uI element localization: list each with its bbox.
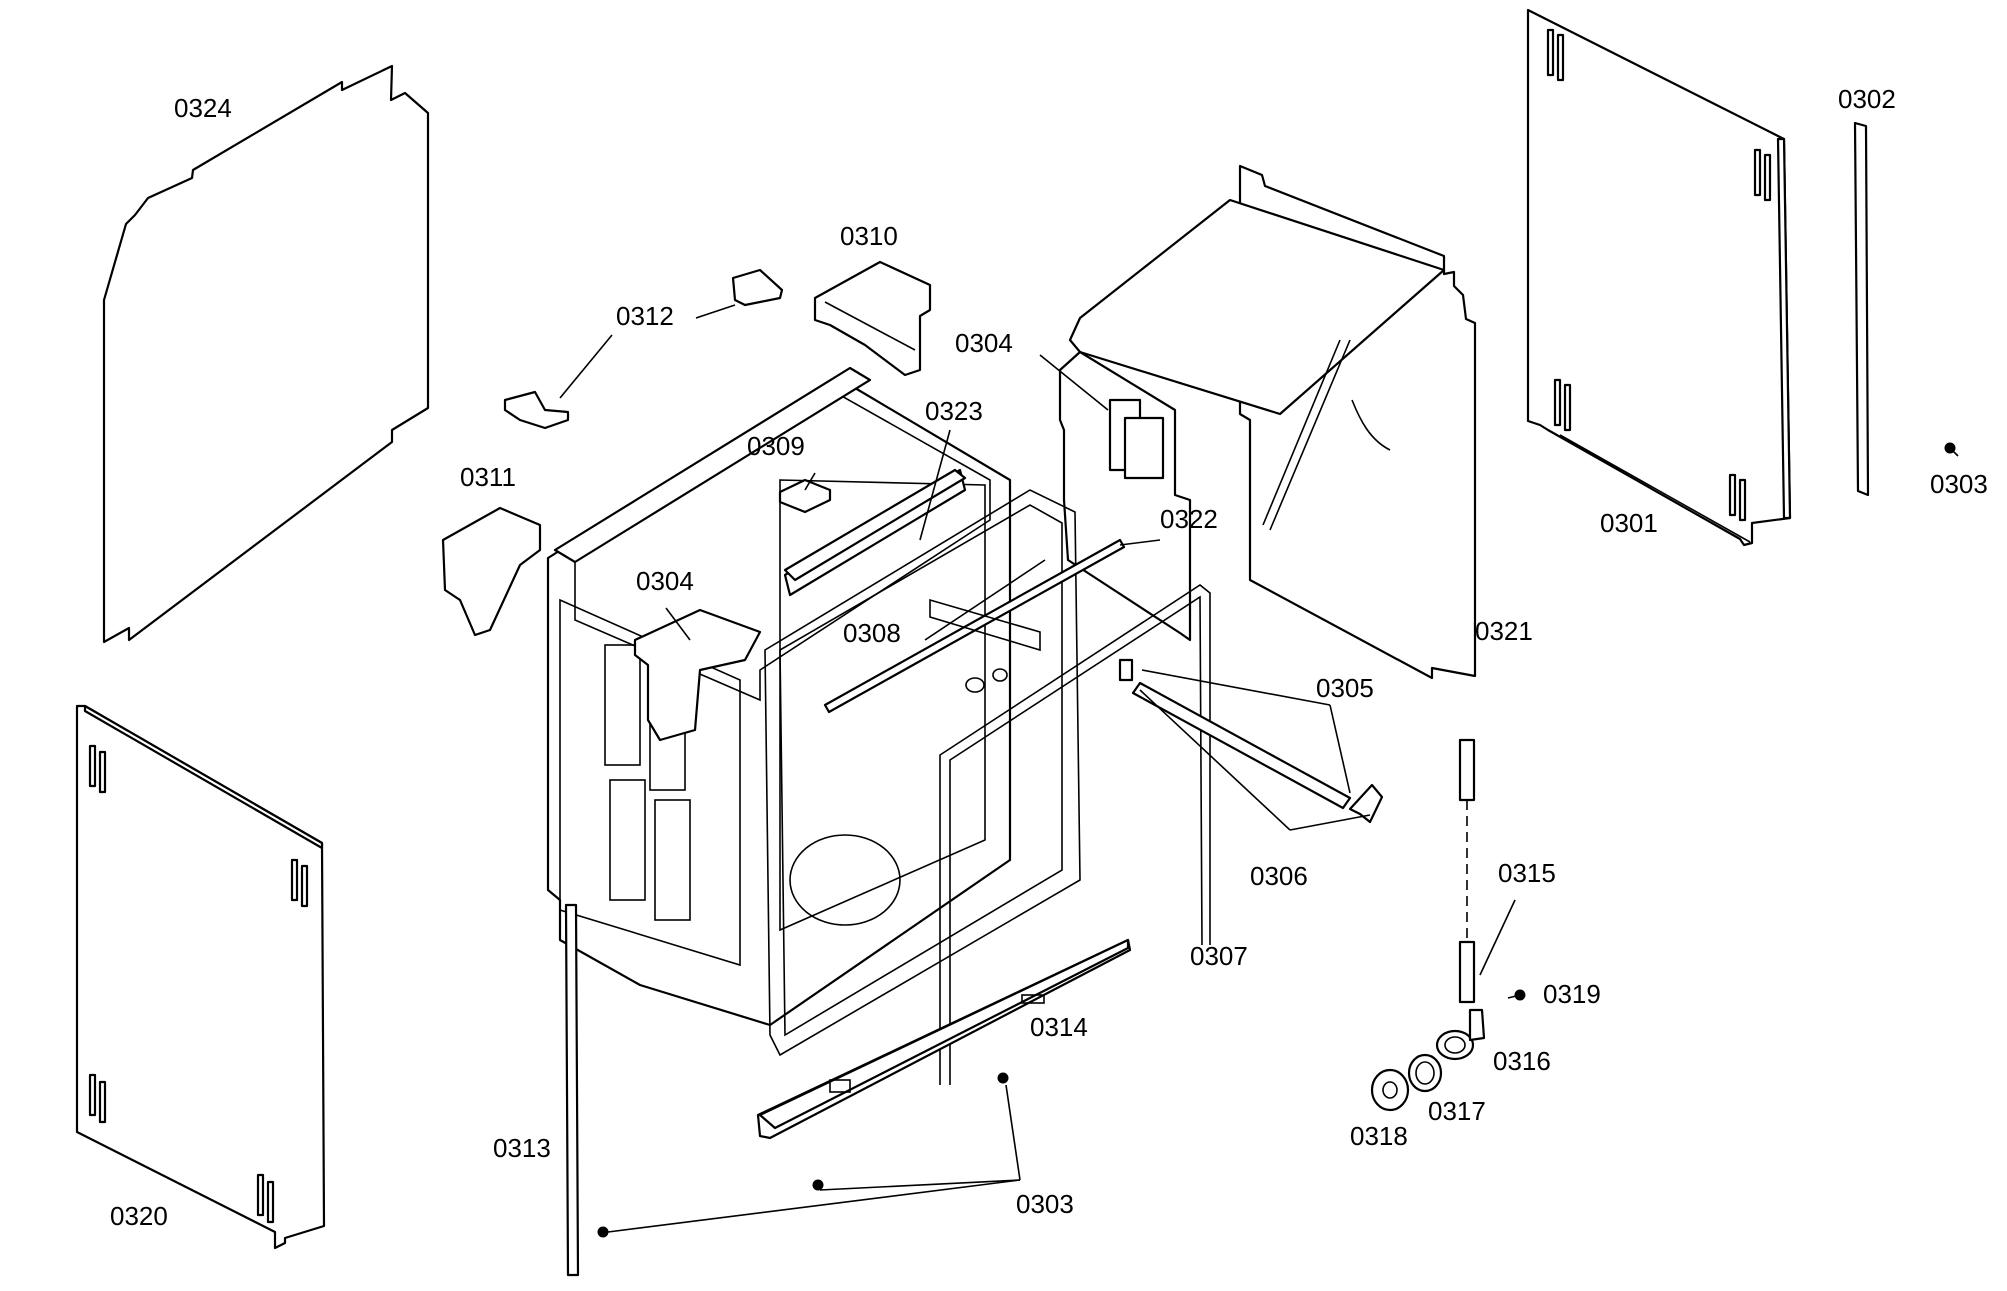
label-0318: 0318: [1350, 1121, 1408, 1151]
label-0317: 0317: [1428, 1096, 1486, 1126]
label-0322: 0322: [1160, 504, 1218, 534]
part-0302-strip: [1853, 121, 1870, 497]
part-0311-bracket: [441, 506, 542, 637]
part-0320-side-panel: [75, 704, 326, 1250]
part-0323-strip: [783, 468, 967, 582]
part-0301-side-panel: [1526, 8, 1792, 547]
part-0304-clip-inner: [633, 608, 762, 742]
label-0324: 0324: [174, 93, 232, 123]
part-0310-bracket: [813, 260, 932, 377]
label-0308: 0308: [843, 618, 901, 648]
label-0303-bottom: 0303: [1016, 1189, 1074, 1219]
part-door-frame: [764, 489, 1081, 1057]
label-0304-inner: 0304: [636, 566, 694, 596]
label-0323: 0323: [925, 396, 983, 426]
part-0314-plinth: [756, 938, 1132, 1140]
part-0312-hinge-bottom: [503, 390, 570, 430]
part-labels: 0324 0302 0310 0312 0304 0323 0309 0311 …: [110, 84, 1988, 1231]
label-0310: 0310: [840, 221, 898, 251]
label-0320: 0320: [110, 1201, 168, 1231]
label-0306: 0306: [1250, 861, 1308, 891]
label-0305: 0305: [1316, 673, 1374, 703]
label-0314: 0314: [1030, 1012, 1088, 1042]
part-0308-brackets: [924, 559, 1046, 693]
part-0315-spring: [1458, 738, 1476, 1004]
part-0322-rail: [823, 538, 1126, 714]
label-0301: 0301: [1600, 508, 1658, 538]
part-0316-elbow: [1435, 1008, 1486, 1061]
part-0305-rod: [1118, 658, 1384, 824]
part-0309-clip: [778, 478, 832, 514]
part-0324-panel: [102, 64, 430, 644]
label-0304-top: 0304: [955, 328, 1013, 358]
label-0313: 0313: [493, 1133, 551, 1163]
part-tub-body: [546, 366, 1012, 1027]
part-0319-screw: [1507, 989, 1526, 1001]
label-0302: 0302: [1838, 84, 1896, 114]
part-0303-screw-right: [1944, 442, 1959, 457]
label-0312: 0312: [616, 301, 674, 331]
label-0316: 0316: [1493, 1046, 1551, 1076]
part-0307-tube: [939, 584, 1211, 1085]
part-0312-hinge-top: [731, 268, 784, 307]
leader-lines: [559, 304, 1516, 1233]
label-0303-right: 0303: [1930, 469, 1988, 499]
label-0315: 0315: [1498, 858, 1556, 888]
part-0317-ring: [1407, 1053, 1443, 1093]
label-0311: 0311: [460, 462, 516, 492]
label-0319: 0319: [1543, 979, 1601, 1009]
label-0309: 0309: [747, 431, 805, 461]
part-0303-screws-bottom: [597, 1072, 1009, 1238]
part-0318-cap: [1370, 1068, 1410, 1112]
part-0321-insulation: [1058, 164, 1477, 680]
label-0321: 0321: [1475, 616, 1533, 646]
part-0313-tube: [564, 903, 580, 1277]
label-0307: 0307: [1190, 941, 1248, 971]
